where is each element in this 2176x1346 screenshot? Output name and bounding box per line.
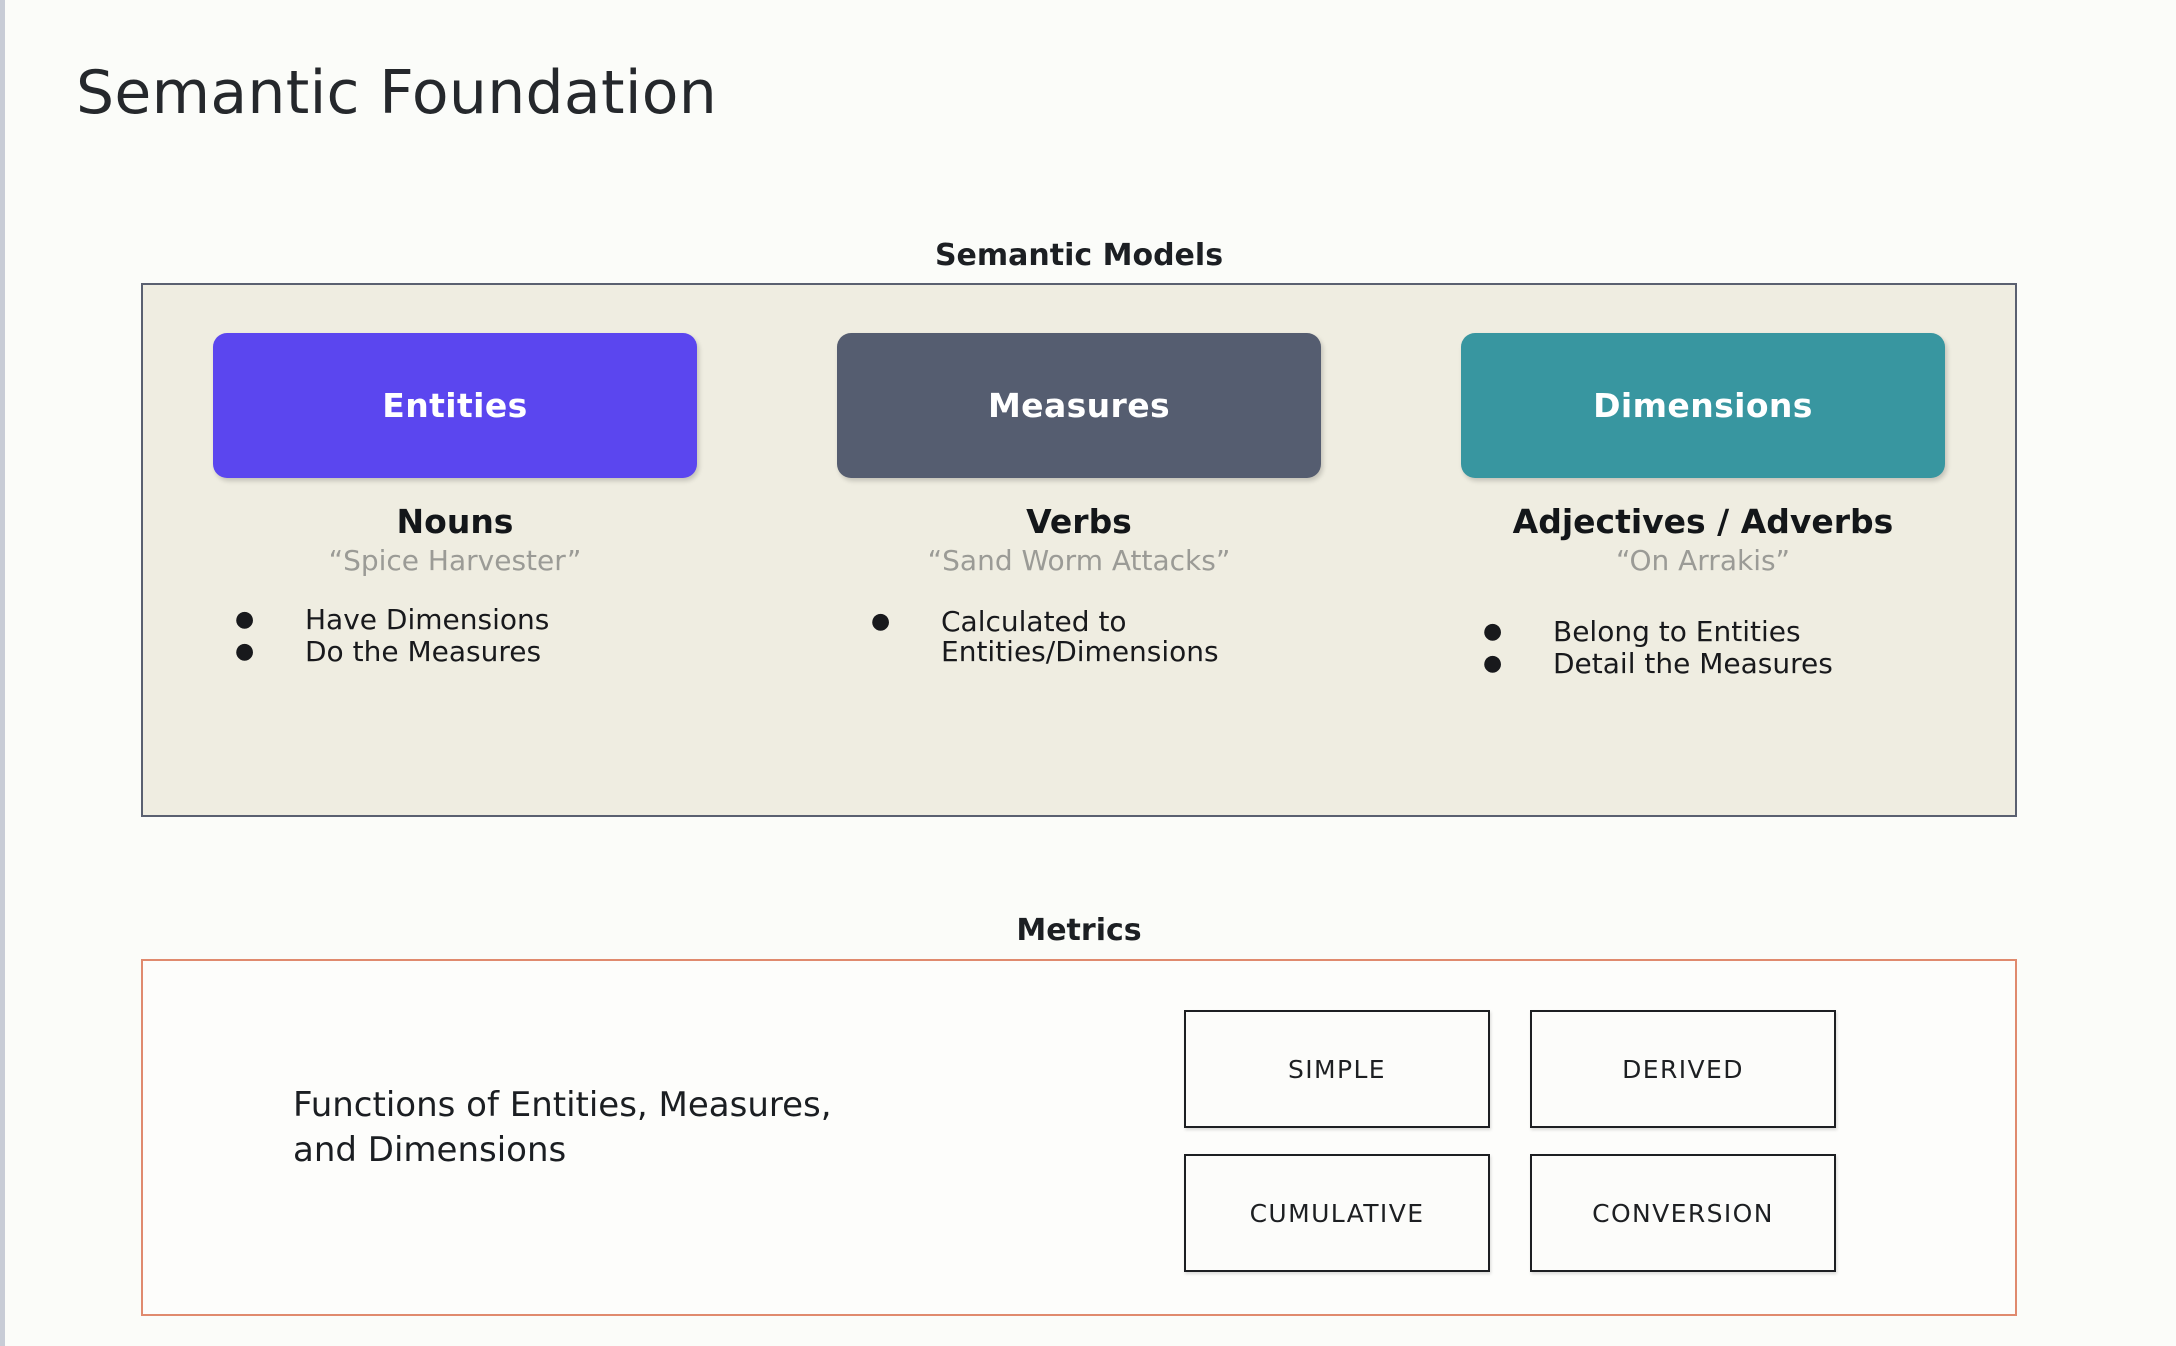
grid-gap: [1530, 1128, 1836, 1154]
entities-bullet-0: Have Dimensions: [305, 602, 550, 636]
entities-part-of-speech: Nouns: [396, 502, 514, 541]
pill-measures-label: Measures: [987, 386, 1171, 425]
list-item: ● Have Dimensions: [235, 602, 767, 636]
dimensions-bullet-list: ● Belong to Entities ● Detail the Measur…: [1391, 614, 2015, 681]
pill-measures[interactable]: Measures: [837, 333, 1321, 478]
measures-bullet-0: Calculated to Entities/Dimensions: [941, 604, 1219, 668]
metrics-description: Functions of Entities, Measures, and Dim…: [293, 1083, 993, 1173]
dimensions-bullet-1: Detail the Measures: [1553, 646, 1833, 680]
metrics-heading: Metrics: [1016, 913, 1142, 948]
dimensions-bullet-0: Belong to Entities: [1553, 614, 1801, 648]
metrics-description-line-2: and Dimensions: [293, 1129, 567, 1170]
left-edge-strip: [0, 0, 5, 1346]
column-measures: Measures Verbs “Sand Worm Attacks” ● Cal…: [767, 285, 1391, 815]
grid-gap: [1184, 1128, 1490, 1154]
pill-dimensions[interactable]: Dimensions: [1461, 333, 1945, 478]
entities-example: “Spice Harvester”: [328, 543, 582, 577]
dimensions-example: “On Arrakis”: [1615, 543, 1791, 577]
dimensions-part-of-speech: Adjectives / Adverbs: [1512, 502, 1894, 541]
grid-gap: [1490, 1154, 1530, 1272]
metric-box-conversion-label: CONVERSION: [1592, 1198, 1774, 1228]
metric-box-simple[interactable]: SIMPLE: [1184, 1010, 1490, 1128]
pill-dimensions-label: Dimensions: [1593, 386, 1813, 425]
measures-example: “Sand Worm Attacks”: [927, 543, 1231, 577]
bullet-icon: ●: [1483, 618, 1503, 644]
list-item: ● Belong to Entities: [1483, 614, 2015, 648]
list-item: ● Do the Measures: [235, 634, 767, 668]
column-dimensions: Dimensions Adjectives / Adverbs “On Arra…: [1391, 285, 2015, 815]
semantic-models-heading: Semantic Models: [934, 238, 1224, 273]
metric-box-simple-label: SIMPLE: [1287, 1054, 1386, 1084]
list-item: ● Detail the Measures: [1483, 646, 2015, 680]
bullet-icon: ●: [871, 608, 891, 634]
metric-box-cumulative-label: CUMULATIVE: [1249, 1198, 1425, 1228]
grid-gap: [1490, 1010, 1530, 1128]
grid-gap: [1490, 1128, 1530, 1154]
metric-type-grid: SIMPLE DERIVED CUMULATIVE CONVERSION: [1184, 1010, 1836, 1272]
metrics-panel: Functions of Entities, Measures, and Dim…: [141, 959, 2017, 1316]
pill-entities[interactable]: Entities: [213, 333, 697, 478]
pill-entities-label: Entities: [382, 386, 528, 425]
list-item: ● Calculated to Entities/Dimensions: [871, 604, 1391, 668]
metric-box-cumulative[interactable]: CUMULATIVE: [1184, 1154, 1490, 1272]
metrics-description-line-1: Functions of Entities, Measures,: [293, 1085, 832, 1125]
page-title: Semantic Foundation: [76, 58, 718, 128]
bullet-icon: ●: [235, 606, 255, 632]
metric-box-derived-label: DERIVED: [1622, 1054, 1744, 1084]
entities-bullet-list: ● Have Dimensions ● Do the Measures: [143, 602, 767, 669]
semantic-models-columns: Entities Nouns “Spice Harvester” ● Have …: [143, 285, 2015, 815]
metric-box-derived[interactable]: DERIVED: [1530, 1010, 1836, 1128]
column-entities: Entities Nouns “Spice Harvester” ● Have …: [143, 285, 767, 815]
metric-box-conversion[interactable]: CONVERSION: [1530, 1154, 1836, 1272]
measures-bullet-list: ● Calculated to Entities/Dimensions: [767, 604, 1391, 669]
measures-part-of-speech: Verbs: [1026, 502, 1132, 541]
semantic-models-panel: Entities Nouns “Spice Harvester” ● Have …: [141, 283, 2017, 817]
bullet-icon: ●: [1483, 650, 1503, 676]
entities-bullet-1: Do the Measures: [305, 634, 542, 668]
bullet-icon: ●: [235, 638, 255, 664]
